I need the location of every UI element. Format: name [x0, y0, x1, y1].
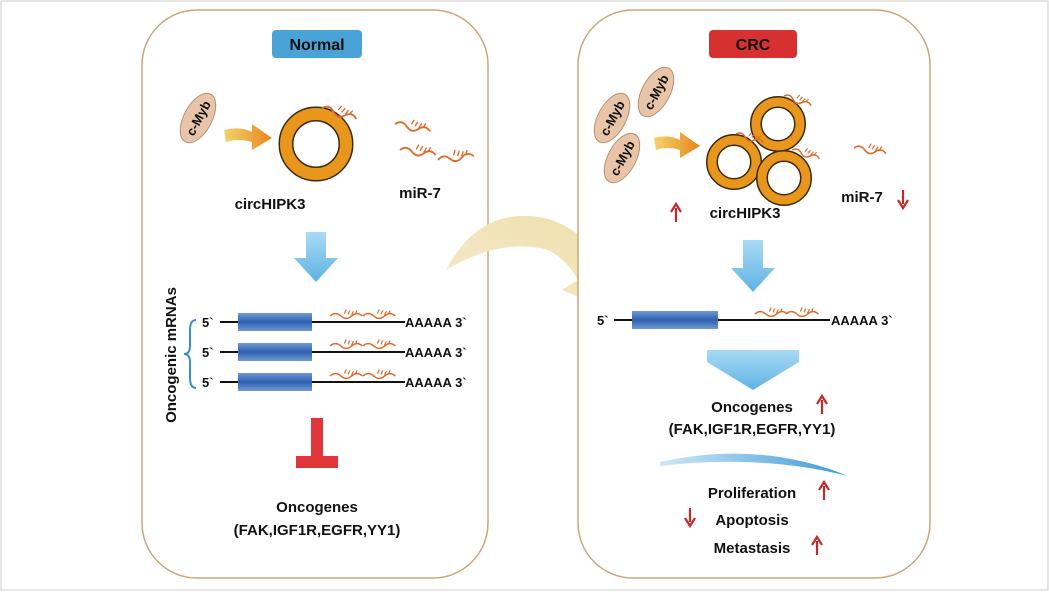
effect-arc-icon — [660, 453, 848, 476]
blue-down-arrow-icon — [294, 232, 338, 282]
mrna-row: 5` AAAAA 3` — [202, 308, 467, 331]
blue-down-arrow-icon — [731, 240, 775, 292]
mrna-row: 5` AAAAA 3` — [202, 338, 467, 361]
crc-badge — [709, 30, 797, 58]
outcome-apoptosis: Apoptosis — [715, 512, 788, 529]
inhibition-bar-icon — [296, 418, 338, 468]
activation-arrow-icon — [654, 132, 700, 158]
circ-label-normal: circHIPK3 — [235, 196, 306, 213]
circ-label-crc: circHIPK3 — [710, 205, 781, 222]
crc-panel — [577, 9, 931, 579]
three-prime-label: AAAAA 3` — [405, 375, 467, 390]
mir-label-normal: miR-7 — [399, 185, 441, 202]
transition-arrow-icon — [446, 215, 612, 310]
oncogenes-title-normal: Oncogenes — [276, 499, 358, 516]
three-prime-label: AAAAA 3` — [405, 315, 467, 330]
outcome-metastasis: Metastasis — [714, 540, 791, 557]
oncogenes-list-crc: (FAK,IGF1R,EGFR,YY1) — [669, 421, 836, 438]
mrna-row: 5` AAAAA 3` — [202, 368, 467, 391]
circrna-ring-icon — [757, 151, 811, 205]
mrna-row: 5` AAAAA 3` — [597, 306, 893, 329]
five-prime-label: 5` — [202, 315, 214, 330]
three-prime-label: AAAAA 3` — [831, 313, 893, 328]
outcome-proliferation: Proliferation — [708, 485, 796, 502]
circrna-ring-icon — [280, 108, 352, 180]
normal-badge — [272, 30, 362, 58]
crc-badge-label: CRC — [736, 37, 771, 54]
normal-panel — [141, 9, 489, 579]
five-prime-label: 5` — [202, 375, 214, 390]
circrna-ring-icon — [707, 135, 761, 189]
oncogenes-title-crc: Oncogenes — [711, 399, 793, 416]
oncogenic-mrnas-label: Oncogenic mRNAs — [163, 287, 180, 423]
activation-arrow-icon — [224, 124, 272, 150]
three-prime-label: AAAAA 3` — [405, 345, 467, 360]
mir-label-crc: miR-7 — [841, 189, 883, 206]
five-prime-label: 5` — [202, 345, 214, 360]
five-prime-label: 5` — [597, 313, 609, 328]
oncogenes-list-normal: (FAK,IGF1R,EGFR,YY1) — [234, 522, 401, 539]
circrna-ring-icon — [751, 97, 805, 151]
blue-chevron-arrow-icon — [707, 350, 799, 390]
normal-badge-label: Normal — [289, 37, 344, 54]
mrna-brace — [183, 319, 197, 389]
